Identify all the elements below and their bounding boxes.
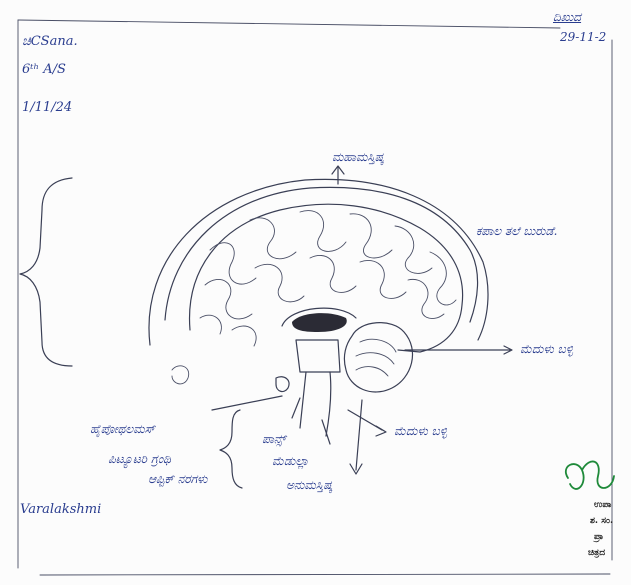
teacher-signature: Varalakshmi (20, 502, 101, 517)
gyrus-13 (232, 326, 256, 346)
eye-socket (172, 366, 189, 384)
label-spinal-canal: ಮೆದುಳು ಬಳ್ಳಿ (394, 424, 447, 439)
gyrus-9 (310, 255, 356, 292)
small-brace (220, 410, 242, 488)
bottom-border-line (40, 574, 610, 575)
ventricle (292, 313, 347, 332)
label-spinal-cord: ಮೆದುಳು ಬಳ್ಳಿ (520, 342, 573, 357)
gyrus-8 (255, 264, 304, 302)
label-optic-nerves: ಆಪ್ಟಿಕ್ ನರಗಳು (148, 472, 207, 487)
label-cerebrum: ಮಹಾಮಸ್ತಿಷ್ಕ (332, 150, 384, 165)
gyrus-1 (210, 243, 256, 284)
gyrus-12 (200, 315, 221, 334)
stamp-line-1: ಉಪಾ (594, 500, 611, 510)
arrow-spinal-canal (348, 410, 386, 436)
gyrus-2 (250, 218, 296, 259)
cerebellum-folds (356, 339, 396, 376)
top-sign-label: ದಿಖುದ (553, 10, 581, 25)
label-medulla: ಮೆಡುಲ್ಲಾ (272, 454, 309, 469)
gyrus-4 (350, 214, 392, 258)
label-pons: ಪಾನ್ಸ್ (262, 432, 286, 447)
stamp-line-4: ಚಿತ್ರದ (588, 548, 605, 558)
line-medulla (322, 420, 330, 444)
line-pons (292, 398, 300, 418)
top-border-line (18, 20, 560, 28)
right-date: 29-11-2 (560, 30, 606, 44)
label-cerebellum: ಅನುಮಸ್ತಿಷ್ಕ (286, 478, 333, 493)
gyrus-3 (300, 211, 346, 252)
stamp-line-2: ಶ. ಸಂ. (590, 516, 613, 526)
arrow-cerebellum (350, 400, 362, 474)
left-date: 1/11/24 (22, 100, 72, 115)
brainstem (300, 372, 331, 436)
gyrus-7 (205, 279, 252, 318)
gyrus-10 (360, 260, 406, 298)
line-hypothalamus (212, 396, 282, 410)
gyrus-5 (395, 226, 432, 273)
stamp-signature-stroke (566, 461, 614, 488)
gyrus-11 (408, 279, 444, 318)
label-skull: ಕಪಾಲ ತಲೆ ಬುರುಡೆ. (476, 224, 557, 239)
label-hypothalamus: ಹೈಪೋಥಲಮಸ್ (90, 422, 155, 437)
arrow-cerebrum (332, 166, 344, 184)
pituitary-gland (276, 377, 289, 392)
gyrus-6 (430, 252, 456, 305)
arrow-spinal-cord (405, 346, 512, 354)
left-brace (20, 178, 72, 366)
student-name: ಚಿCSana. (22, 34, 78, 49)
thalamus (296, 340, 340, 372)
label-pituitary: ಪಿಟ್ಯೂಟರಿ ಗ್ರಂಥಿ (108, 452, 171, 467)
stamp-line-3: ಪ್ರಾ (594, 532, 603, 542)
class-section: 6ᵗʰ A/S (22, 62, 66, 77)
skull-outline (165, 187, 478, 322)
cerebellum-shape (344, 323, 412, 392)
